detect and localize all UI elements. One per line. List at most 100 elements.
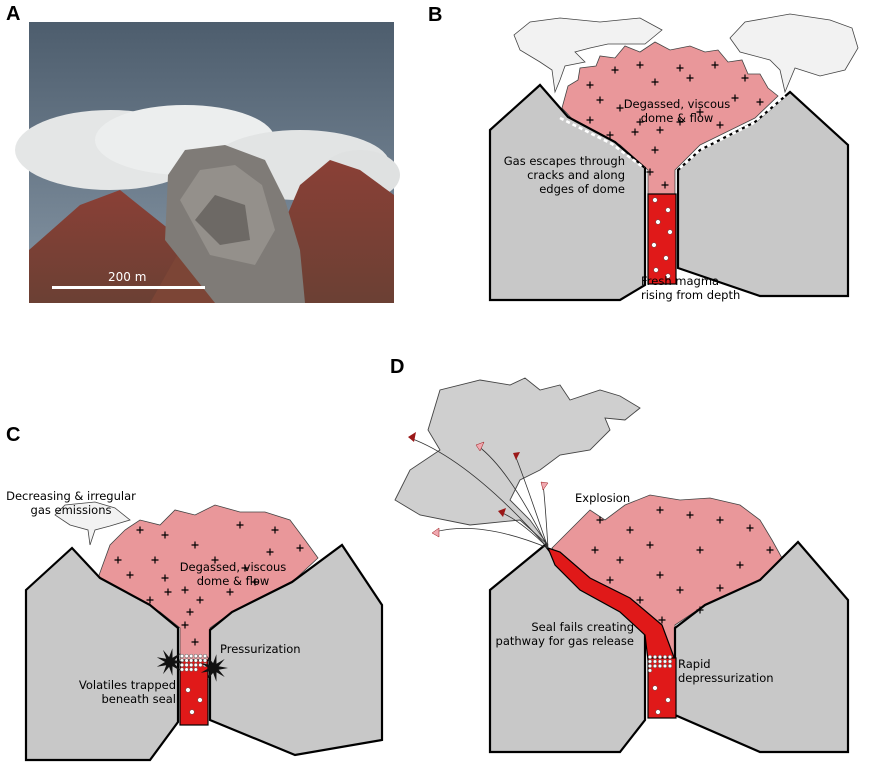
gas-bubble	[665, 697, 671, 703]
gas-bubble	[647, 668, 653, 673]
gas-bubble	[657, 663, 663, 669]
gas-bubble	[179, 662, 185, 668]
crystal-marker	[686, 511, 694, 519]
depressurization-line: depressurization	[678, 671, 774, 685]
gas-bubble	[647, 663, 653, 669]
crystal-marker	[631, 128, 639, 136]
crystal-marker	[656, 506, 664, 514]
gas-emissions-line: Decreasing & irregular	[6, 489, 136, 503]
crystal-marker	[651, 78, 659, 86]
volcano-photo	[15, 22, 400, 303]
crystal-marker	[146, 596, 154, 604]
crystal-marker	[271, 526, 279, 534]
gas-bubble	[665, 273, 671, 279]
gas-plume	[729, 13, 859, 94]
crystal-marker	[658, 616, 666, 624]
gas-bubble	[667, 654, 673, 660]
gas-bubble	[189, 653, 194, 659]
crystal-marker	[676, 64, 684, 72]
scale-bar-label: 200 m	[108, 270, 147, 284]
panel-letter-a: A	[6, 3, 21, 25]
gas-escape-line: cracks and along	[527, 168, 625, 182]
crystal-marker	[161, 531, 169, 539]
crystal-marker	[646, 541, 654, 549]
dome-label: Degassed, viscous dome & flow	[168, 560, 298, 588]
panel-d-diagram	[394, 377, 850, 754]
panel-letter-b: B	[428, 4, 443, 26]
gas-bubble	[652, 659, 658, 664]
crystal-marker	[596, 516, 604, 524]
gas-bubble	[662, 659, 668, 664]
crater-wall-right	[673, 540, 850, 754]
crystal-marker	[616, 556, 624, 564]
crystal-marker	[696, 546, 704, 554]
crater-wall-right	[676, 90, 850, 298]
gas-bubble	[179, 667, 185, 672]
crystal-marker	[251, 578, 259, 586]
explosion-label: Explosion	[575, 491, 631, 505]
gas-bubble	[198, 658, 203, 663]
gas-bubble	[647, 659, 653, 664]
crystal-marker	[241, 564, 249, 572]
panel-b-diagram	[488, 13, 859, 302]
fresh-magma-line: Fresh magma	[641, 274, 720, 288]
crystal-marker	[636, 61, 644, 69]
crystal-marker	[696, 606, 704, 614]
gas-bubble	[652, 685, 658, 691]
crystal-marker	[211, 556, 219, 564]
dome-label: Degassed, viscous dome & flow	[612, 97, 742, 125]
crystal-marker	[676, 586, 684, 594]
crystal-marker	[114, 556, 122, 564]
gas-bubble	[202, 658, 208, 663]
crystal-marker	[606, 576, 614, 584]
crystal-marker	[626, 526, 634, 534]
crystal-marker	[756, 98, 764, 106]
crystal-marker	[636, 118, 644, 126]
crystal-marker	[716, 121, 724, 129]
pressure-burst-icon	[200, 654, 228, 682]
crystal-marker	[296, 544, 304, 552]
gas-emissions-label: Decreasing & irregular gas emissions	[0, 489, 142, 517]
gas-bubble	[193, 658, 198, 663]
crystal-marker	[161, 574, 169, 582]
gas-bubble	[667, 663, 673, 669]
gas-bubble	[647, 654, 653, 660]
gas-bubble	[667, 659, 673, 664]
gas-bubble	[652, 197, 658, 203]
gas-escape-line: edges of dome	[539, 182, 625, 196]
volatiles-trapped-line: Volatiles trapped	[78, 678, 176, 692]
crystal-marker	[606, 131, 614, 139]
panel-letter-c: C	[6, 424, 21, 446]
gas-bubble	[189, 658, 194, 663]
magma-conduit	[647, 193, 677, 285]
fresh-magma-label: Fresh magma rising from depth	[641, 274, 740, 302]
seal-fails-line: Seal fails creating	[531, 620, 634, 634]
gas-bubble	[198, 662, 203, 668]
crystal-marker	[736, 561, 744, 569]
crystal-marker	[651, 146, 659, 154]
depressurization-line: Rapid	[678, 657, 711, 671]
seal-fails-label: Seal fails creating pathway for gas rele…	[494, 620, 634, 648]
gas-bubble	[653, 267, 659, 273]
gas-bubble	[663, 255, 669, 261]
depressurization-label: Rapid depressurization	[678, 657, 774, 685]
gas-bubble	[665, 207, 671, 213]
crystal-marker	[696, 108, 704, 116]
crystal-marker	[656, 126, 664, 134]
crystal-marker	[676, 118, 684, 126]
crater-wall-left	[488, 83, 647, 302]
gas-bubble	[657, 659, 663, 664]
gas-plume	[513, 17, 663, 94]
crystal-marker	[646, 168, 654, 176]
gas-bubble	[184, 662, 189, 668]
lava-dome	[97, 504, 319, 661]
crystal-marker	[596, 96, 604, 104]
gas-bubble	[193, 662, 198, 668]
gas-bubble	[651, 242, 657, 248]
crystal-marker	[586, 116, 594, 124]
gas-bubble	[184, 653, 189, 659]
crystal-marker	[586, 81, 594, 89]
crystal-marker	[136, 526, 144, 534]
fresh-magma-line: rising from depth	[641, 288, 741, 302]
